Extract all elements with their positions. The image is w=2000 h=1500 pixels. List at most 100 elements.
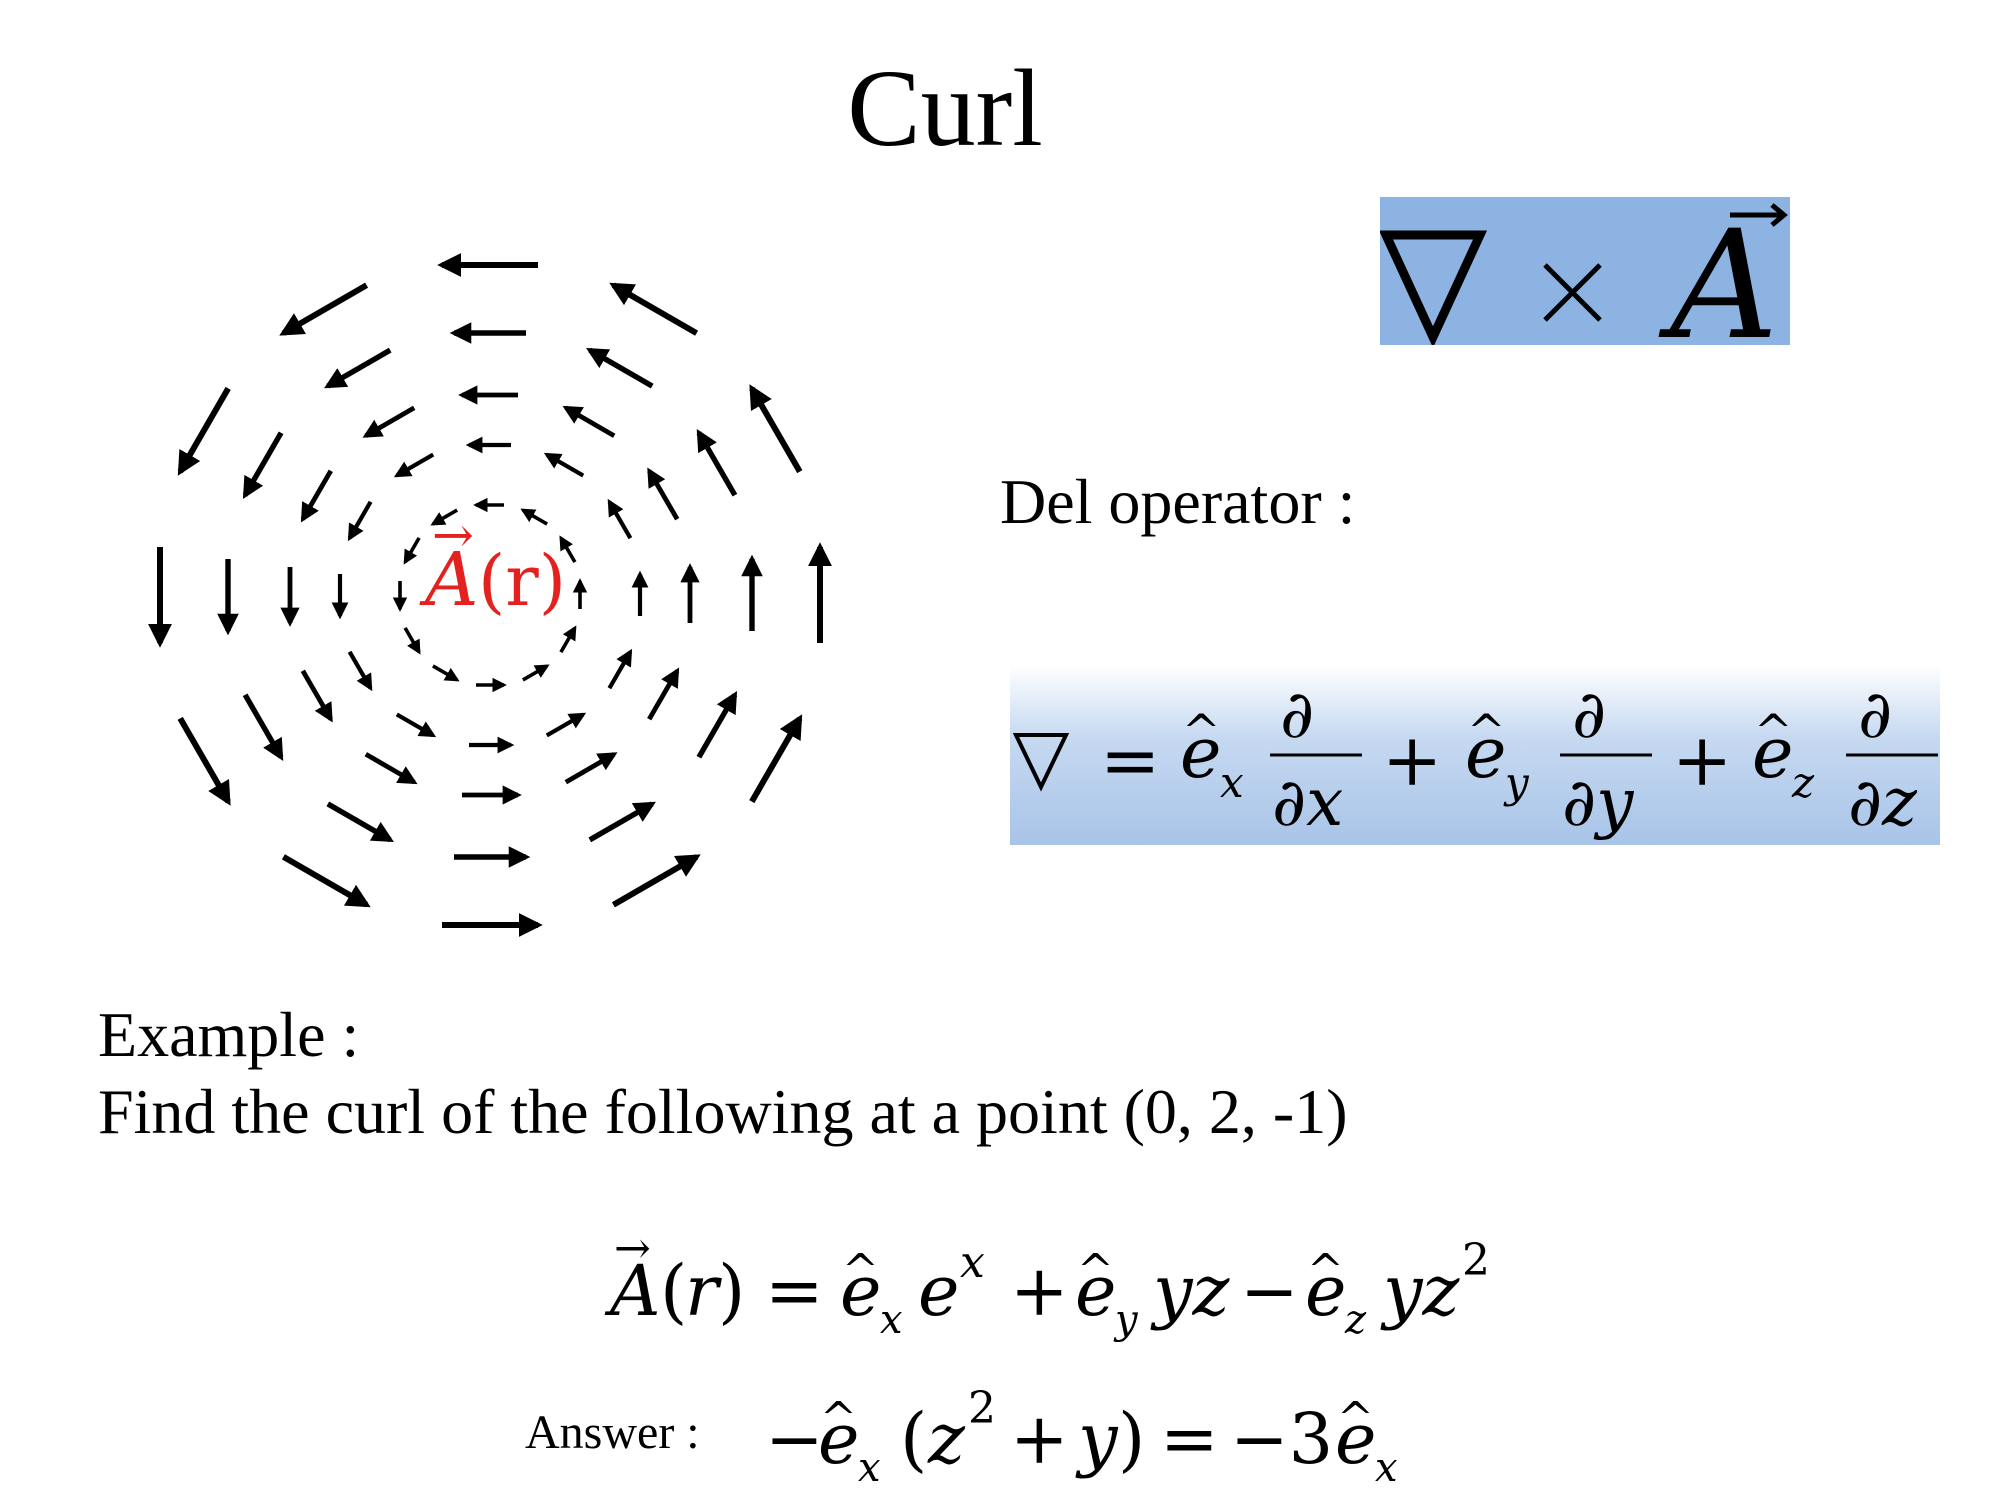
field-arrow-2-5 — [395, 712, 437, 738]
field-arrow-4-6 — [242, 693, 284, 761]
svg-text:z: z — [1344, 1297, 1367, 1343]
svg-text:z: z — [927, 1398, 966, 1480]
del-operator-label: Del operator : — [1000, 466, 1356, 537]
svg-text:+: + — [1672, 718, 1732, 802]
svg-text:z: z — [1791, 758, 1815, 807]
svg-text:x: x — [1375, 1445, 1398, 1488]
field-arrow-5-11 — [609, 282, 699, 336]
vector-field-diagram: A → (r) — [148, 253, 832, 937]
svg-text:=: = — [765, 1250, 824, 1332]
curl-symbol: A — [1378, 199, 1788, 373]
svg-text:e: e — [1075, 1250, 1116, 1332]
field-arrow-3-5 — [364, 752, 418, 785]
svg-text:): ) — [1118, 1398, 1145, 1480]
svg-text:^: ^ — [1307, 1245, 1344, 1296]
field-arrow-3-2 — [647, 667, 680, 721]
field-arrow-2-9 — [393, 452, 435, 478]
del-operator-equation: = e ^ x ∂ ∂x + e ^ y ∂ ∂y + e ^ z ∂ ∂z — [1010, 665, 1940, 845]
nabla-symbol — [1378, 230, 1488, 348]
field-arrow-1-9 — [430, 508, 459, 526]
svg-text:^: ^ — [842, 1245, 879, 1296]
field-arrow-1-8 — [403, 536, 421, 565]
svg-text:yz: yz — [1150, 1250, 1231, 1332]
field-label: A → (r) — [419, 506, 566, 623]
svg-text:e: e — [918, 1250, 959, 1332]
field-arrow-3-3 — [564, 752, 618, 785]
svg-text:y: y — [1503, 758, 1530, 807]
field-label-symbol: A — [419, 537, 478, 623]
field-arrow-4-3 — [588, 801, 656, 843]
svg-text:^: ^ — [820, 1393, 857, 1444]
field-arrow-3-8 — [300, 469, 333, 523]
svg-text:−: − — [1240, 1250, 1299, 1332]
field-arrow-2-8 — [347, 500, 373, 542]
field-arrow-2-3 — [545, 712, 587, 738]
svg-text:y: y — [1075, 1398, 1119, 1480]
svg-text:∂: ∂ — [1858, 676, 1892, 753]
field-arrow-4-2 — [696, 691, 738, 759]
svg-text:=: = — [1160, 1398, 1219, 1480]
svg-text:2: 2 — [1462, 1235, 1490, 1286]
vector-a-symbol: A — [1658, 199, 1778, 345]
svg-text:∂: ∂ — [1280, 676, 1314, 753]
field-arrow-1-11 — [520, 508, 549, 526]
svg-text:x: x — [858, 1445, 881, 1488]
field-arrow-4-5 — [326, 801, 394, 843]
svg-text:^: ^ — [1467, 704, 1506, 758]
svg-text:∂x: ∂x — [1272, 764, 1343, 841]
answer-label: Answer : — [525, 1406, 700, 1459]
del-equation-render: = e ^ x ∂ ∂x + e ^ y ∂ ∂y + e ^ z ∂ ∂z — [1012, 676, 1938, 841]
field-label-argument: (r) — [478, 540, 566, 622]
svg-text:+: + — [1010, 1250, 1069, 1332]
field-arrow-3-12 — [647, 467, 680, 521]
field-arrow-1-6 — [403, 626, 421, 655]
svg-text:e: e — [1465, 712, 1506, 794]
svg-text:x: x — [960, 1237, 985, 1288]
svg-text:=: = — [1100, 718, 1160, 802]
field-arrow-4-12 — [696, 429, 738, 497]
field-arrow-4-11 — [586, 347, 654, 389]
svg-text:r: r — [685, 1250, 722, 1332]
field-arrow-1-12 — [559, 535, 577, 564]
field-equation: A → ( r ) = e ^ x e x + e ^ y yz − e ^ z… — [604, 1225, 1490, 1343]
field-arrow-5-8 — [177, 386, 231, 476]
svg-text:^: ^ — [1754, 704, 1793, 758]
svg-text:y: y — [1113, 1297, 1139, 1343]
field-arrow-1-2 — [559, 625, 577, 654]
svg-text:∂y: ∂y — [1562, 764, 1634, 841]
field-arrow-2-11 — [543, 452, 585, 478]
field-arrow-5-2 — [749, 714, 803, 804]
svg-text:e: e — [840, 1250, 881, 1332]
svg-text:x: x — [1220, 758, 1244, 807]
field-arrow-3-9 — [362, 405, 416, 438]
field-arrow-4-9 — [324, 347, 392, 389]
curl-symbol-box: A — [1378, 197, 1790, 373]
field-arrow-5-9 — [279, 282, 369, 336]
svg-text:e: e — [1335, 1398, 1376, 1480]
svg-text:−3: −3 — [1230, 1398, 1333, 1480]
svg-text:+: + — [1382, 718, 1442, 802]
field-arrow-5-12 — [749, 384, 803, 474]
svg-text:yz: yz — [1380, 1250, 1461, 1332]
field-label-vector-arrow: → — [432, 506, 474, 564]
svg-text:A: A — [604, 1250, 661, 1332]
svg-text:): ) — [718, 1250, 745, 1332]
svg-text:x: x — [880, 1297, 903, 1343]
svg-text:∂: ∂ — [1572, 676, 1606, 753]
svg-text:e: e — [1180, 712, 1221, 794]
example-label: Example : — [98, 999, 360, 1070]
svg-text:e: e — [818, 1398, 859, 1480]
svg-text:(: ( — [660, 1250, 687, 1332]
answer-equation: − e ^ x ( z 2 + y ) = −3 e ^ x — [765, 1383, 1398, 1488]
field-arrow-5-3 — [611, 854, 701, 908]
field-arrow-2-12 — [607, 498, 633, 540]
svg-text:^: ^ — [1077, 1245, 1114, 1296]
svg-text:→: → — [614, 1225, 651, 1274]
svg-text:−: − — [765, 1398, 824, 1480]
example-question: Find the curl of the following at a poin… — [98, 1076, 1348, 1147]
field-arrow-3-11 — [562, 405, 616, 438]
field-arrow-4-8 — [242, 431, 284, 499]
field-arrows — [148, 253, 832, 937]
field-arrow-1-3 — [521, 664, 550, 682]
svg-text:(: ( — [900, 1398, 927, 1480]
